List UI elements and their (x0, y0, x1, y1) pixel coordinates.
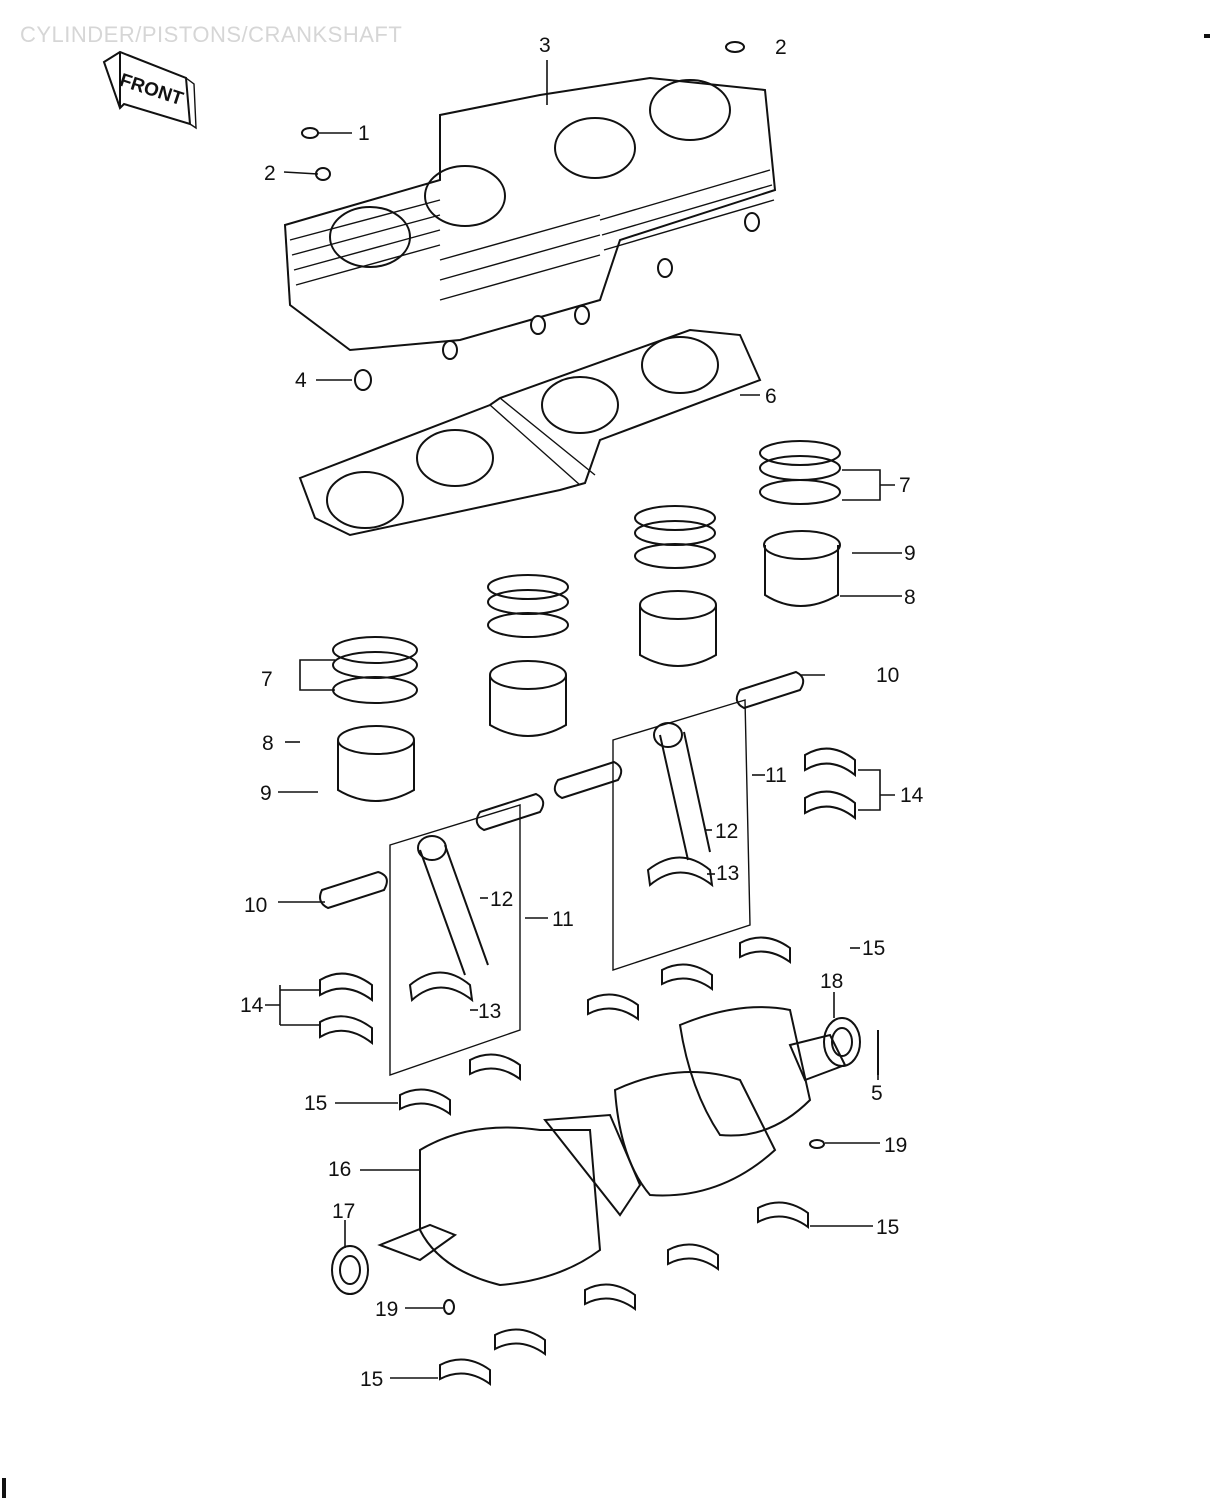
callout-18: 18 (820, 970, 843, 993)
cylinder-base-gasket (298, 328, 762, 537)
callout-10-left: 10 (244, 894, 267, 917)
callout-2: 2 (264, 162, 276, 185)
piston-ring-set (332, 440, 841, 704)
callout-8-left: 8 (262, 732, 274, 755)
callout-15-lower-right: 15 (876, 1216, 899, 1239)
callout-11-left: 11 (552, 908, 574, 931)
callout-10-right: 10 (876, 664, 899, 687)
callout-9-left: 9 (260, 782, 272, 805)
callout-9-right: 9 (904, 542, 916, 565)
leader-lines (265, 60, 902, 1379)
callout-12-right: 12 (715, 820, 738, 843)
callout-5: 5 (871, 1082, 883, 1105)
callout-19-right: 19 (884, 1134, 907, 1157)
edge-mark (1204, 34, 1210, 38)
edge-mark (2, 1478, 6, 1498)
callout-15-bottom: 15 (360, 1368, 383, 1391)
callout-14-right: 14 (900, 784, 924, 807)
front-arrow-icon: FRONT (102, 50, 197, 130)
crankshaft (331, 1006, 879, 1315)
piston (337, 530, 841, 802)
callout-17: 17 (332, 1200, 355, 1223)
callout-7-left: 7 (261, 668, 273, 691)
callout-1: 1 (358, 122, 370, 145)
callout-6: 6 (765, 385, 777, 408)
callout-15-upper-right: 15 (862, 937, 885, 960)
callout-4: 4 (295, 369, 307, 392)
callout-14-left: 14 (240, 994, 264, 1017)
cylinder-block (283, 41, 777, 391)
callout-16: 16 (328, 1158, 351, 1181)
callout-15-left: 15 (304, 1092, 327, 1115)
bearing-shell (319, 747, 856, 1386)
callout-8-right: 8 (904, 586, 916, 609)
callout-3: 3 (539, 34, 551, 57)
callout-7-right: 7 (899, 474, 911, 497)
callout-labels: 1 2 2 3 4 5 6 7 7 8 8 9 9 10 10 11 11 12… (240, 34, 924, 1391)
callout-13-right: 13 (716, 862, 739, 885)
callout-2-upper: 2 (775, 36, 787, 59)
callout-19-left: 19 (375, 1298, 398, 1321)
connecting-rod-assembly (389, 699, 751, 1076)
page-title: CYLINDER/PISTONS/CRANKSHAFT (20, 22, 403, 47)
callout-11-right: 11 (765, 764, 787, 787)
callout-13-left: 13 (478, 1000, 501, 1023)
callout-12-left: 12 (490, 888, 513, 911)
